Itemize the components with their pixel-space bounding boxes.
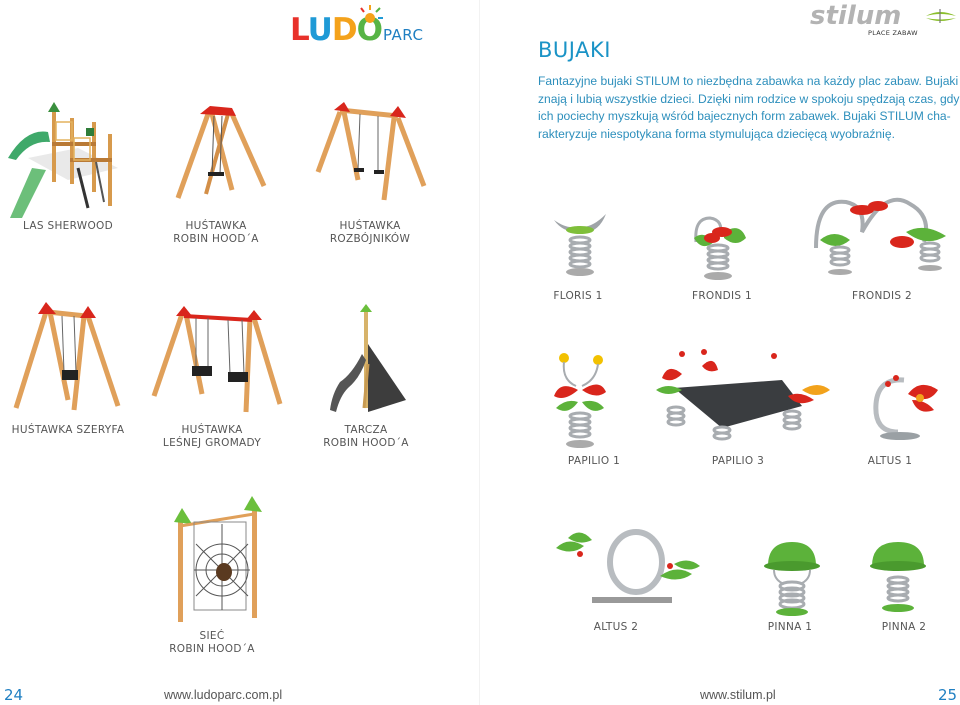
caption-line: ROBIN HOOD´A	[173, 233, 259, 245]
tarcza-robin-hooda-image	[330, 304, 406, 412]
spread-divider	[479, 0, 480, 705]
intro-line: ich pociechy myszkują wśród bajecznych f…	[538, 109, 951, 123]
caption-line: HUŚTAWKA	[185, 220, 247, 232]
papilio-1-image	[554, 353, 606, 448]
caption-papilio-3: PAPILIO 3	[711, 455, 765, 467]
caption-pinna-2: PINNA 2	[881, 621, 927, 633]
stilum-tagline: PLACE ZABAW	[868, 29, 918, 37]
hustawka-szeryfa-image	[13, 302, 121, 411]
las-sherwood-image	[8, 102, 118, 218]
stilum-url[interactable]: www.stilum.pl	[700, 688, 776, 702]
caption-line: SIEĆ	[199, 630, 225, 642]
frondis-1-image	[694, 216, 746, 280]
pinna-2-image	[870, 542, 926, 612]
caption-line: HUŚTAWKA	[181, 424, 243, 436]
stilum-wordmark: stilum	[810, 1, 902, 31]
caption-las-sherwood: LAS SHERWOOD	[0, 220, 138, 233]
intro-line: rakteryzuje niespotykana forma stymulują…	[538, 126, 895, 141]
caption-altus-1: ALTUS 1	[867, 455, 913, 467]
leaf-icon	[926, 9, 956, 23]
frondis-2-image	[814, 197, 946, 275]
caption-line: LEŚNEJ GROMADY	[162, 437, 262, 449]
hustawka-lesnej-gromady-image	[151, 306, 283, 413]
floris-1-image	[554, 214, 606, 276]
caption-hustawka-lesnej-gromady: HUŚTAWKA LEŚNEJ GROMADY	[142, 424, 282, 450]
intro-line: znają i lubią wszystkie dzieci. Dzięki n…	[538, 91, 960, 106]
ludoparc-url[interactable]: www.ludoparc.com.pl	[164, 688, 283, 702]
caption-papilio-1: PAPILIO 1	[567, 455, 621, 467]
caption-frondis-1: FRONDIS 1	[691, 290, 753, 302]
caption-altus-2: ALTUS 2	[593, 621, 639, 633]
caption-tarcza-robin-hooda: TARCZA ROBIN HOOD´A	[296, 424, 436, 450]
caption-line: ROZBÓJNIKÓW	[329, 233, 411, 245]
caption-floris-1: FLORIS 1	[553, 290, 603, 302]
caption-frondis-2: FRONDIS 2	[851, 290, 913, 302]
ludo-parc-text: PARC	[382, 26, 424, 44]
altus-1-image	[873, 375, 938, 440]
altus-2-image	[556, 529, 700, 603]
caption-line: ROBIN HOOD´A	[323, 437, 409, 449]
siec-robin-hooda-image	[174, 496, 262, 622]
caption-line: LAS SHERWOOD	[23, 220, 113, 232]
caption-line: ROBIN HOOD´A	[169, 643, 255, 655]
caption-line: HUŚTAWKA	[339, 220, 401, 232]
ludo-wordmark: LUDO	[290, 12, 383, 48]
ludoparc-logo: LUDO PARC	[290, 6, 423, 46]
page-number-left: 24	[4, 686, 24, 704]
caption-hustawka-szeryfa: HUŚTAWKA SZERYFA	[0, 424, 138, 437]
papilio-3-image	[656, 349, 830, 441]
intro-line: Fantazyjne bujaki STILUM to niezbędna za…	[538, 74, 959, 88]
hustawka-robin-hooda-image	[175, 106, 267, 199]
page-number-right: 25	[938, 686, 958, 704]
caption-line: HUŚTAWKA SZERYFA	[11, 424, 125, 436]
caption-hustawka-robin-hooda: HUŚTAWKA ROBIN HOOD´A	[146, 220, 286, 246]
caption-hustawka-rozbojnikow: HUŚTAWKA ROZBÓJNIKÓW	[300, 220, 440, 246]
caption-line: TARCZA	[344, 424, 388, 436]
caption-siec-robin-hooda: SIEĆ ROBIN HOOD´A	[142, 630, 282, 656]
section-intro: Fantazyjne bujaki STILUM to niezbędna za…	[538, 73, 960, 143]
pinna-1-image	[764, 542, 820, 616]
caption-pinna-1: PINNA 1	[767, 621, 813, 633]
sun-icon	[360, 5, 383, 23]
hustawka-rozbojnikow-image	[315, 102, 427, 201]
section-title: BUJAKI	[538, 38, 611, 62]
